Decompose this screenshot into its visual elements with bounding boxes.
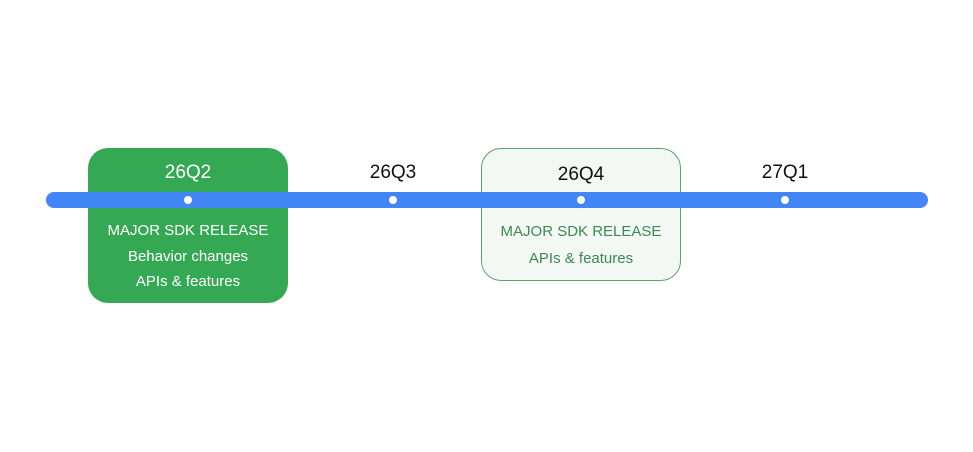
tick-dot-27q1 bbox=[781, 196, 789, 204]
release-title-26q2: MAJOR SDK RELEASE bbox=[107, 222, 269, 239]
tick-dot-26q2 bbox=[184, 196, 192, 204]
timeline-axis bbox=[46, 192, 928, 208]
release-item-apis-features-26q2: APIs & features bbox=[135, 273, 241, 290]
release-box-26q4: MAJOR SDK RELEASE APIs & features bbox=[481, 148, 681, 281]
release-box-26q2: MAJOR SDK RELEASE Behavior changes APIs … bbox=[88, 148, 288, 303]
quarter-label-26q2: 26Q2 bbox=[164, 162, 212, 183]
release-item-behavior-changes: Behavior changes bbox=[127, 248, 249, 265]
tick-dot-26q4 bbox=[577, 196, 585, 204]
quarter-label-27q1: 27Q1 bbox=[761, 162, 809, 183]
tick-dot-26q3 bbox=[389, 196, 397, 204]
release-title-26q4: MAJOR SDK RELEASE bbox=[500, 223, 662, 240]
quarter-label-26q3: 26Q3 bbox=[369, 162, 417, 183]
release-item-apis-features-26q4: APIs & features bbox=[528, 250, 634, 267]
quarter-label-26q4: 26Q4 bbox=[557, 164, 605, 185]
